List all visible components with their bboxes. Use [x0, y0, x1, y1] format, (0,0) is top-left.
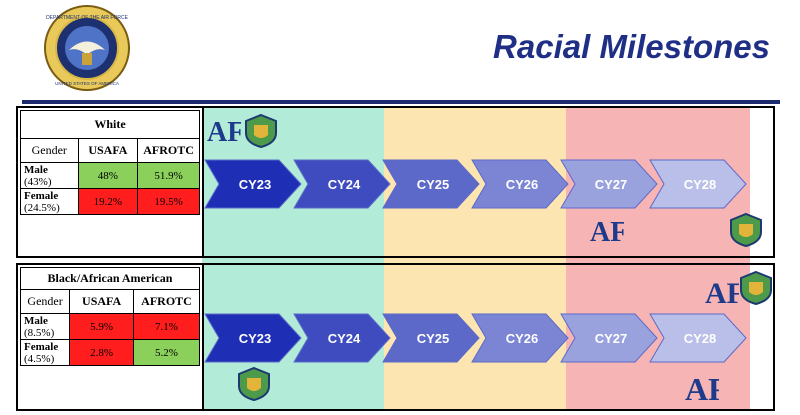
rotc-badge-icon	[728, 212, 764, 248]
afrotc-male-value: 7.1%	[133, 313, 200, 340]
afrotc-male-value: 51.9%	[137, 162, 200, 189]
rotc-badge-icon	[236, 366, 272, 402]
panel-divider	[202, 265, 204, 409]
usafa-male-value: 48%	[77, 162, 139, 189]
col-usafa: USAFA	[77, 138, 139, 163]
group-header: White	[20, 110, 200, 139]
white-table: White Gender USAFA AFROTC Male(43%) 48% …	[20, 110, 200, 215]
svg-text:AF: AF	[705, 277, 739, 308]
svg-text:AF: AF	[685, 371, 719, 406]
panel-white: White Gender USAFA AFROTC Male(43%) 48% …	[16, 106, 775, 258]
col-usafa: USAFA	[69, 289, 135, 314]
afrotc-female-value: 19.5%	[137, 188, 200, 215]
usafa-female-value: 2.8%	[69, 339, 135, 366]
usafa-female-value: 19.2%	[77, 188, 139, 215]
seal-text-bottom: UNITED STATES OF AMERICA	[55, 81, 119, 86]
row-label-female: Female(4.5%)	[19, 339, 71, 366]
title-divider	[22, 100, 780, 104]
col-gender: Gender	[19, 289, 71, 314]
row-label-female: Female(24.5%)	[20, 188, 79, 215]
usafa-male-value: 5.9%	[69, 313, 135, 340]
rotc-badge-icon	[738, 270, 774, 306]
svg-text:AF: AF	[590, 217, 624, 246]
row-label-male: Male(43%)	[20, 162, 79, 189]
af-logo-icon: AF	[205, 114, 244, 148]
svg-text:AF: AF	[207, 117, 241, 146]
seal-text-top: DEPARTMENT OF THE AIR FORCE	[46, 15, 129, 21]
col-afrotc: AFROTC	[137, 138, 200, 163]
panel-black-african-american: Black/African American Gender USAFA AFRO…	[16, 263, 775, 411]
col-gender: Gender	[20, 138, 79, 163]
panel-divider	[202, 108, 204, 256]
rotc-badge-icon	[243, 113, 279, 149]
page-title: Racial Milestones	[493, 28, 770, 65]
air-force-seal-icon: DEPARTMENT OF THE AIR FORCE UNITED STATE…	[44, 5, 130, 91]
af-logo-icon: AF	[703, 272, 745, 310]
group-header: Black/African American	[20, 267, 200, 290]
afrotc-female-value: 5.2%	[133, 339, 200, 366]
col-afrotc: AFROTC	[133, 289, 200, 314]
black-african-american-table: Black/African American Gender USAFA AFRO…	[19, 267, 200, 366]
af-logo-icon: AF	[588, 212, 627, 248]
row-label-male: Male(8.5%)	[19, 313, 71, 340]
af-logo-icon: AF	[683, 366, 728, 407]
